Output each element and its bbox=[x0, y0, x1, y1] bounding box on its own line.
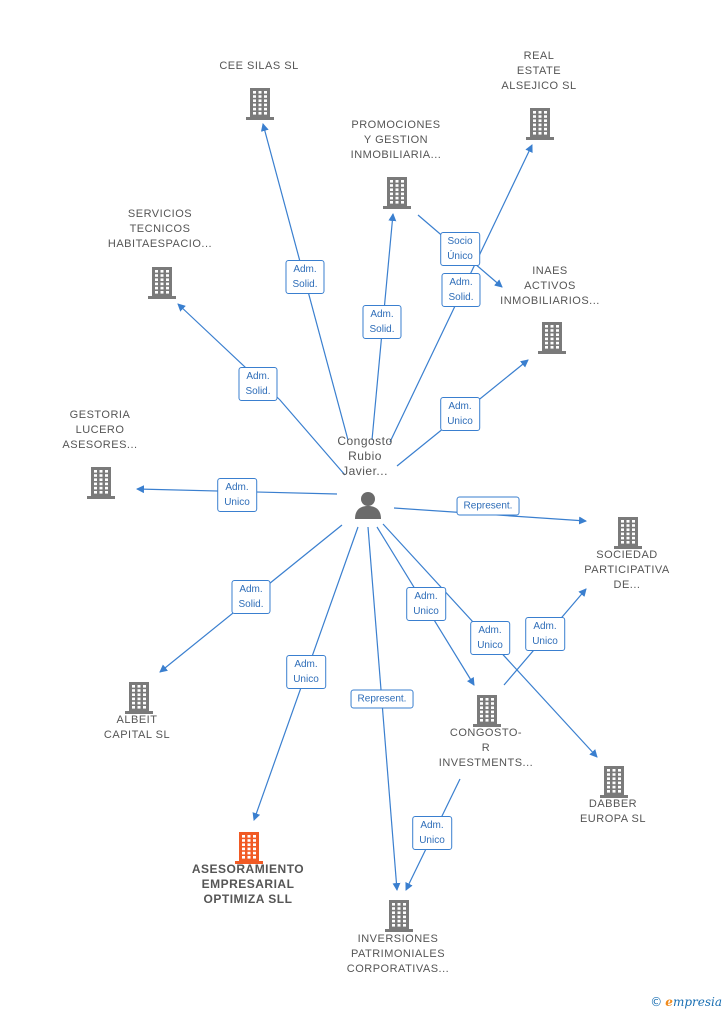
building-icon[interactable] bbox=[472, 694, 502, 728]
building-icon[interactable] bbox=[124, 681, 154, 715]
edge-role-label: Adm. Solid. bbox=[238, 367, 278, 401]
edge-role-label: Adm. Unico bbox=[440, 397, 480, 431]
building-icon[interactable] bbox=[86, 466, 116, 500]
brand-name: mpresia bbox=[672, 995, 722, 1009]
company-label-congosto[interactable]: CONGOSTO- R INVESTMENTS... bbox=[438, 727, 534, 769]
brand-initial: e bbox=[665, 995, 673, 1009]
building-icon[interactable] bbox=[599, 765, 629, 799]
company-label-gestoria[interactable]: GESTORIA LUCERO ASESORES... bbox=[62, 409, 138, 451]
edge-role-label: Represent. bbox=[456, 496, 520, 516]
company-label-dabber[interactable]: DABBER EUROPA SL bbox=[579, 798, 647, 825]
company-label-sociedad[interactable]: SOCIEDAD PARTICIPATIVA DE... bbox=[584, 549, 670, 591]
company-label-promo[interactable]: PROMOCIONES Y GESTION INMOBILIARIA... bbox=[350, 119, 442, 161]
building-icon[interactable] bbox=[613, 516, 643, 550]
edge-role-label: Socio Único bbox=[440, 232, 480, 266]
edge-role-label: Adm. Unico bbox=[470, 621, 510, 655]
edge-line bbox=[367, 526, 401, 891]
edge-role-label: Adm. Unico bbox=[217, 478, 257, 512]
company-label-aseso[interactable]: ASESORAMIENTO EMPRESARIAL OPTIMIZA SLL bbox=[191, 862, 305, 906]
highlighted-building-icon[interactable] bbox=[234, 831, 264, 865]
edge-role-label: Adm. Unico bbox=[286, 655, 326, 689]
company-label-real[interactable]: REAL ESTATE ALSEJICO SL bbox=[501, 50, 577, 92]
edge-role-label: Adm. Unico bbox=[406, 587, 446, 621]
edge-role-label: Adm. Solid. bbox=[362, 305, 402, 339]
edge-role-label: Adm. Solid. bbox=[441, 273, 481, 307]
person-label[interactable]: Congosto Rubio Javier... bbox=[337, 434, 393, 478]
edge-role-label: Represent. bbox=[350, 689, 414, 709]
company-label-inaes[interactable]: INAES ACTIVOS INMOBILIARIOS... bbox=[500, 265, 600, 307]
company-label-cee[interactable]: CEE SILAS SL bbox=[219, 60, 299, 72]
edge-role-label: Adm. Unico bbox=[412, 816, 452, 850]
company-label-serv[interactable]: SERVICIOS TECNICOS HABITAESPACIO... bbox=[107, 208, 213, 250]
company-label-albeit[interactable]: ALBEIT CAPITAL SL bbox=[103, 714, 171, 741]
edge-line bbox=[177, 303, 346, 476]
copyright-icon: © bbox=[650, 995, 663, 1009]
edge-role-label: Adm. Solid. bbox=[231, 580, 271, 614]
building-icon[interactable] bbox=[245, 87, 275, 121]
building-icon[interactable] bbox=[525, 107, 555, 141]
building-icon[interactable] bbox=[384, 899, 414, 933]
building-icon[interactable] bbox=[382, 176, 412, 210]
building-icon[interactable] bbox=[537, 321, 567, 355]
edge-role-label: Adm. Solid. bbox=[285, 260, 325, 294]
building-icon[interactable] bbox=[147, 266, 177, 300]
edge-role-label: Adm. Unico bbox=[525, 617, 565, 651]
copyright-credit: ©empresia bbox=[650, 995, 722, 1009]
company-label-inver[interactable]: INVERSIONES PATRIMONIALES CORPORATIVAS..… bbox=[346, 933, 450, 975]
person-icon[interactable] bbox=[353, 490, 383, 520]
